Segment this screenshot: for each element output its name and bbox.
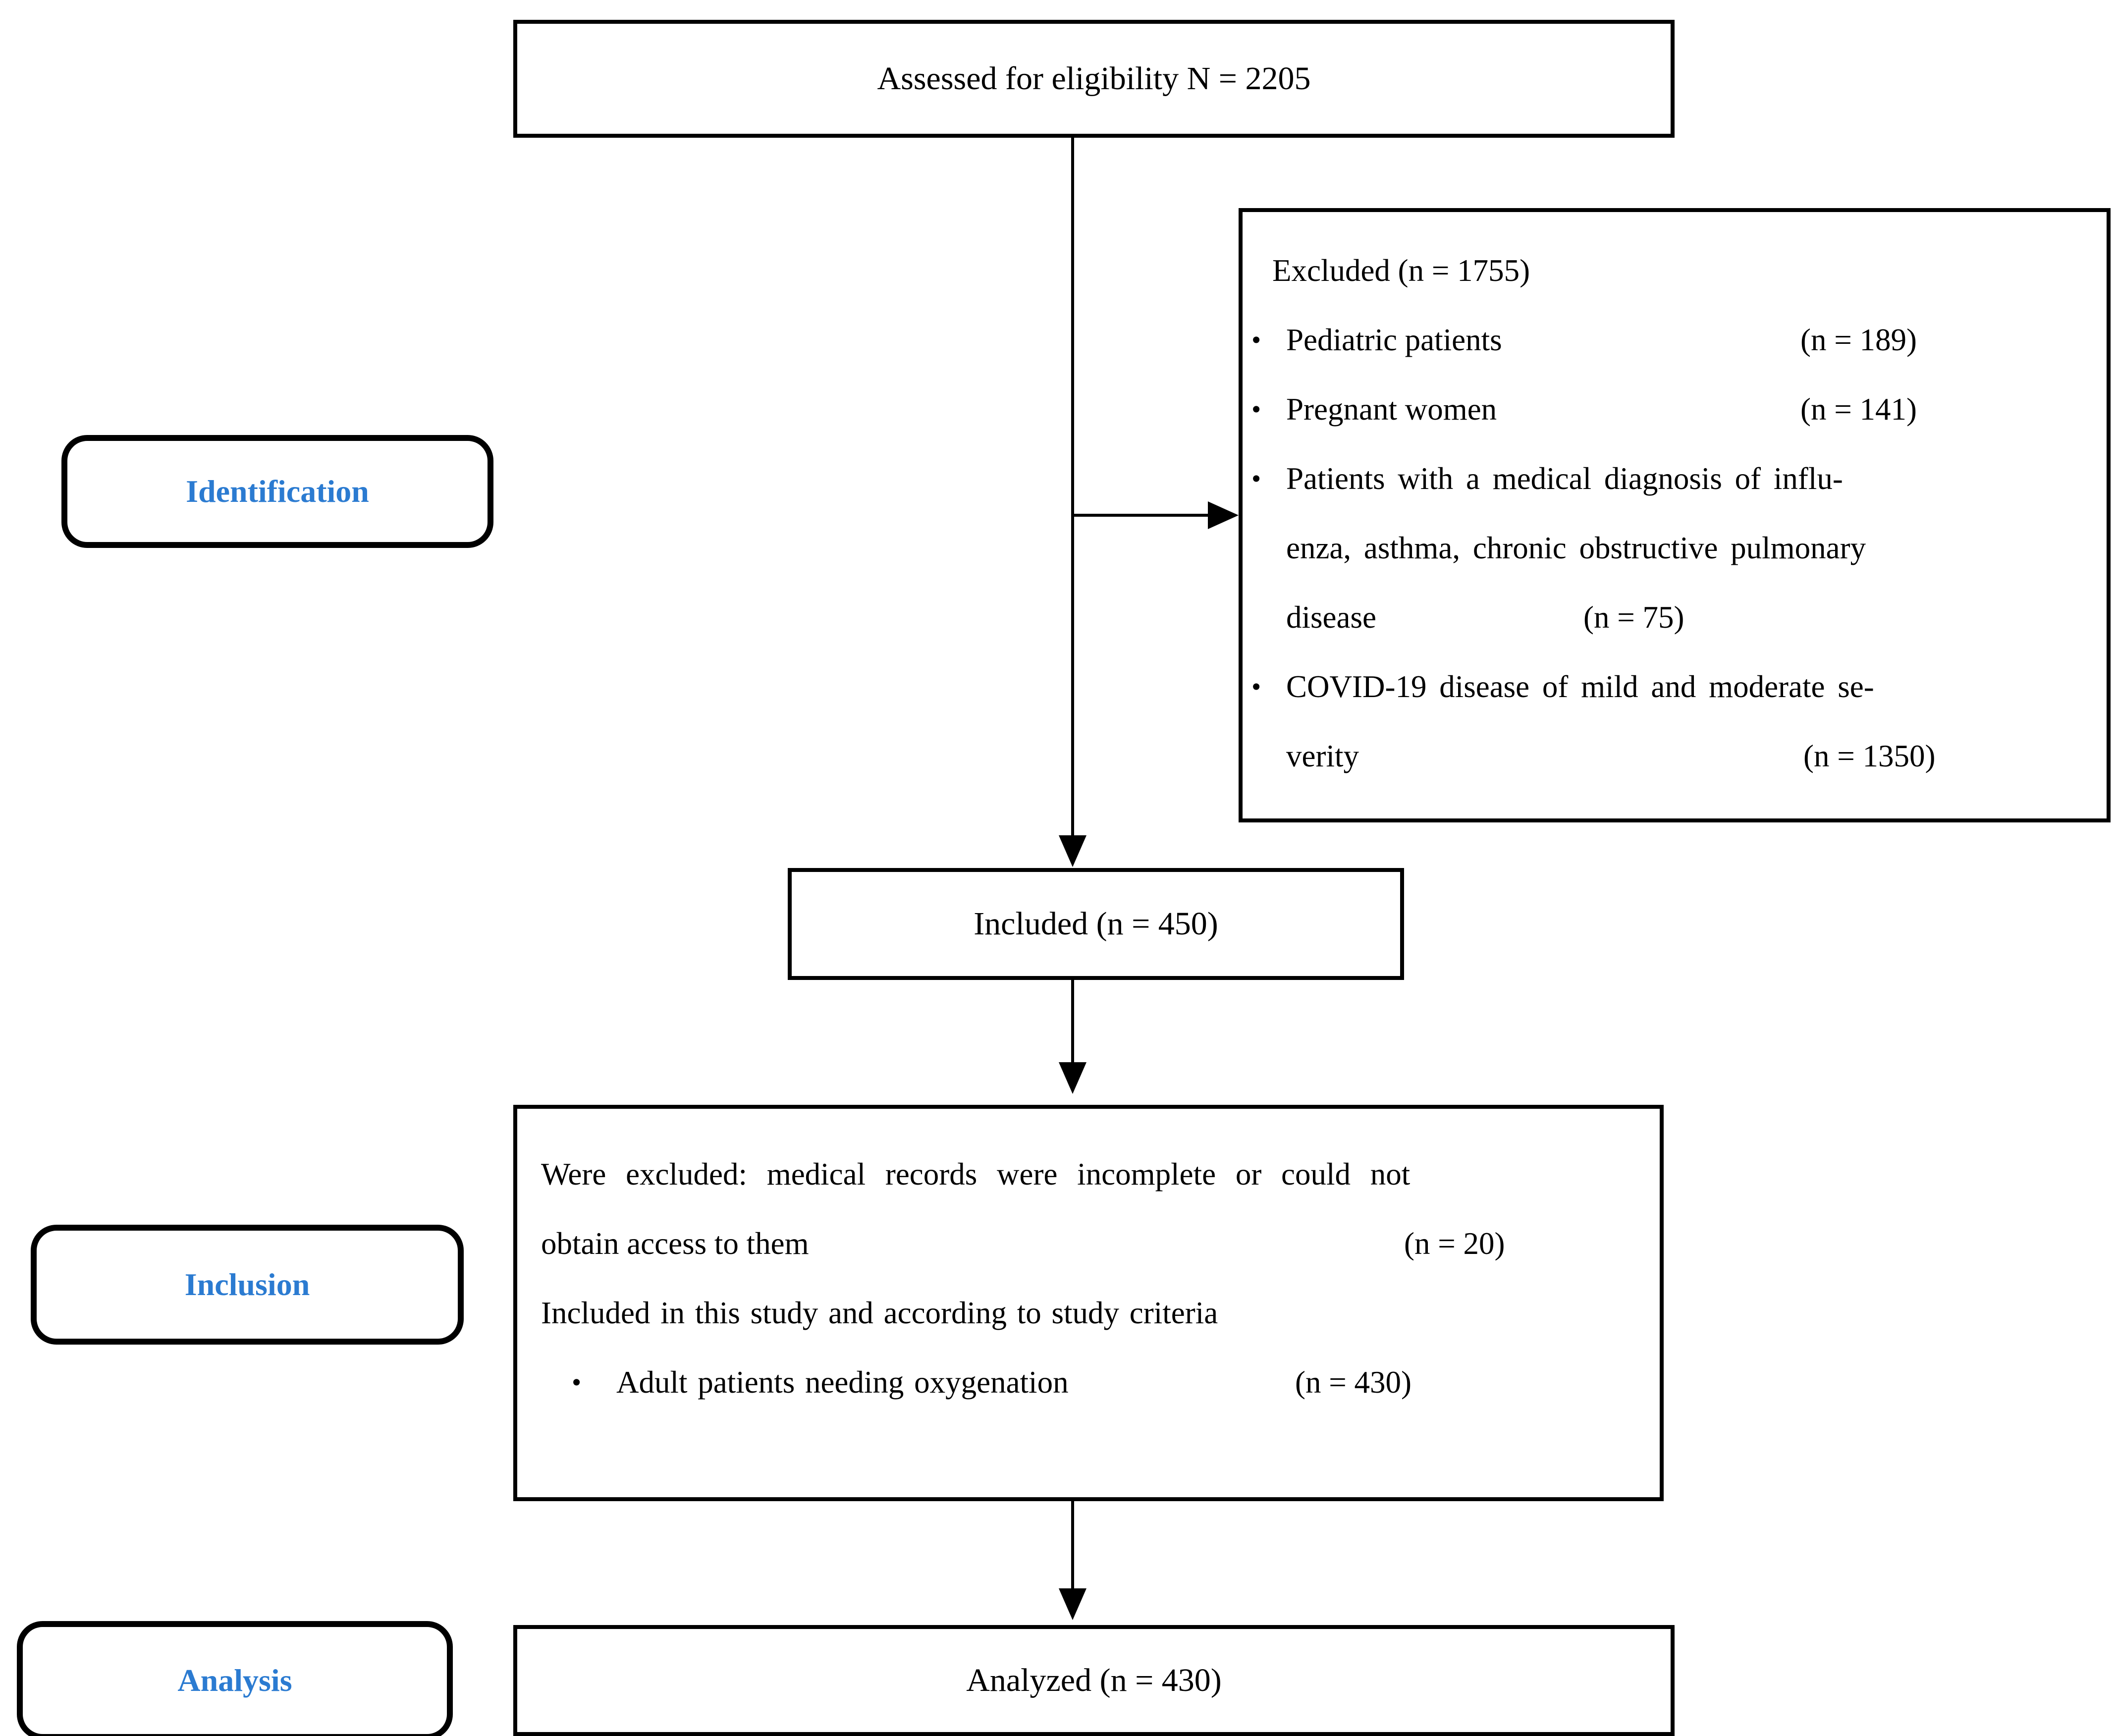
excluded-item-label: Pregnant women: [1286, 392, 1497, 427]
excluded-item-count: (n = 75): [1583, 600, 1684, 635]
bullet-icon: •: [1251, 394, 1261, 424]
connector-top-to-included: [1071, 138, 1074, 837]
arrowhead-into-excluded: [1208, 501, 1239, 529]
excluded-item-count: (n = 1350): [1803, 739, 1936, 773]
excluded-title-line: Excluded (n = 1755): [1243, 236, 2092, 305]
criteria-bullet-line: • Adult patients needing oxygenation (n …: [517, 1348, 1645, 1417]
identification-text: Identification: [186, 474, 369, 509]
stage-label-inclusion: Inclusion: [31, 1225, 464, 1345]
excluded-item-pregnant: • Pregnant women (n = 141): [1243, 375, 2092, 444]
criteria-line3: Included in this study and according to …: [517, 1278, 1645, 1348]
criteria-line2: obtain access to them (n = 20): [517, 1209, 1645, 1278]
stage-label-analysis: Analysis: [17, 1621, 453, 1736]
criteria-bullet-count: (n = 430): [1295, 1365, 1411, 1400]
criteria-line1: Were excluded: medical records were inco…: [517, 1139, 1645, 1209]
connector-branch-to-excluded: [1071, 514, 1209, 517]
analysis-text: Analysis: [177, 1663, 292, 1698]
bullet-icon: •: [572, 1367, 582, 1397]
bullet-icon: •: [1251, 463, 1261, 493]
connector-criteria-to-analyzed: [1071, 1501, 1074, 1590]
excluded-item-diagnosis-line2: enza, asthma, chronic obstructive pulmon…: [1243, 513, 2092, 583]
criteria-text: obtain access to them: [541, 1226, 809, 1261]
excluded-item-label: enza, asthma, chronic obstructive pulmon…: [1286, 531, 1866, 565]
inclusion-text: Inclusion: [184, 1267, 310, 1302]
bullet-icon: •: [1251, 671, 1261, 702]
criteria-count: (n = 20): [1404, 1226, 1505, 1261]
excluded-item-diagnosis-line1: • Patients with a medical diagnosis of i…: [1243, 444, 2092, 513]
arrowhead-into-included: [1059, 835, 1086, 867]
arrowhead-into-analyzed: [1059, 1588, 1086, 1620]
excluded-item-label: verity: [1286, 739, 1359, 773]
excluded-item-pediatric: • Pediatric patients (n = 189): [1243, 305, 2092, 375]
excluded-item-diagnosis-line3: disease (n = 75): [1243, 583, 2092, 652]
excluded-title: Excluded (n = 1755): [1272, 253, 1530, 288]
excluded-item-label: Patients with a medical diagnosis of inf…: [1286, 461, 1843, 496]
excluded-item-label: Pediatric patients: [1286, 323, 1502, 357]
arrowhead-into-criteria: [1059, 1062, 1086, 1094]
criteria-text: Included in this study and according to …: [541, 1296, 1218, 1330]
criteria-bullet-label: Adult patients needing oxygenation: [616, 1365, 1069, 1400]
analyzed-text: Analyzed (n = 430): [966, 1662, 1222, 1698]
excluded-item-label: disease: [1286, 600, 1376, 635]
excluded-item-label: COVID-19 disease of mild and moderate se…: [1286, 669, 1874, 704]
analyzed-box: Analyzed (n = 430): [513, 1625, 1675, 1736]
included-box: Included (n = 450): [788, 868, 1404, 980]
excluded-box: Excluded (n = 1755) • Pediatric patients…: [1239, 208, 2111, 822]
excluded-item-count: (n = 141): [1800, 392, 1917, 427]
excluded-item-covid-line2: verity (n = 1350): [1243, 721, 2092, 791]
included-text: Included (n = 450): [974, 906, 1218, 942]
criteria-text: Were excluded: medical records were inco…: [541, 1157, 1411, 1192]
criteria-box: Were excluded: medical records were inco…: [513, 1105, 1664, 1501]
assessed-for-eligibility-box: Assessed for eligibility N = 2205: [513, 20, 1675, 138]
excluded-item-covid-line1: • COVID-19 disease of mild and moderate …: [1243, 652, 2092, 721]
assessed-for-eligibility-text: Assessed for eligibility N = 2205: [877, 60, 1311, 97]
excluded-item-count: (n = 189): [1800, 323, 1917, 357]
stage-label-identification: Identification: [61, 435, 493, 548]
connector-included-to-criteria: [1071, 980, 1074, 1064]
bullet-icon: •: [1251, 325, 1261, 355]
